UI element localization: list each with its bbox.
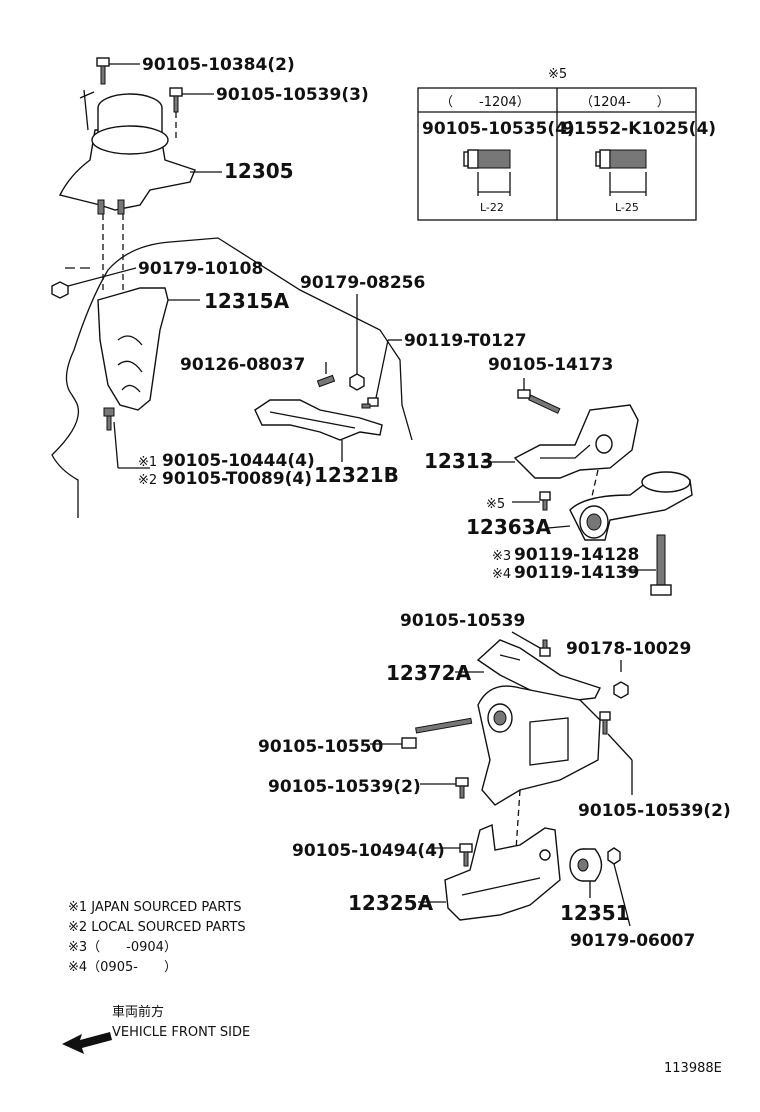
- vehicle-front-jp: 車両前方: [112, 1005, 165, 1020]
- figure-number: 113988E: [664, 1061, 722, 1076]
- vehicle-front-en: VEHICLE FRONT SIDE: [112, 1025, 251, 1040]
- label-12351: 12351: [560, 901, 630, 925]
- label-90119-14139: 90119-14139: [514, 563, 639, 583]
- bracket-12315A: [97, 287, 169, 431]
- bracket-12372A: [476, 639, 601, 806]
- legend-note-2: ※2 LOCAL SOURCED PARTS: [68, 920, 246, 935]
- legend-note-1: ※1 JAPAN SOURCED PARTS: [68, 900, 242, 915]
- label-90105-10384: 90105-10384(2): [142, 55, 295, 75]
- bolt-icon: [539, 639, 551, 657]
- mark-1: ※1: [138, 455, 157, 470]
- bolt-icon: [599, 711, 611, 735]
- label-90105-10539-2a: 90105-10539(2): [268, 777, 421, 797]
- label-90119-T0127: 90119-T0127: [404, 331, 527, 351]
- label-12372A: 12372A: [386, 661, 472, 685]
- label-90105-10539-2b: 90105-10539(2): [578, 801, 731, 821]
- label-12321B: 12321B: [314, 463, 399, 487]
- label-12313: 12313: [424, 449, 494, 473]
- label-90105-10539: 90105-10539: [400, 611, 525, 631]
- table-title: ※5: [548, 67, 567, 82]
- stud-icon: [316, 374, 336, 388]
- bracket-12321B: [254, 399, 383, 441]
- bolt-icon: [455, 777, 469, 799]
- bracket-12313: [513, 404, 639, 479]
- table-col1-part: 90105-10535(4): [422, 119, 575, 139]
- bolt-icon: [517, 389, 561, 414]
- engine-mount-12305: [58, 89, 196, 215]
- label-90179-06007: 90179-06007: [570, 931, 695, 951]
- label-90179-10108: 90179-10108: [138, 259, 263, 279]
- long-bolt-icon: [650, 534, 672, 596]
- bolt-icon: [96, 57, 110, 85]
- flange-bolt-icon: [595, 149, 647, 169]
- nut-icon: [607, 847, 621, 865]
- label-90105-14173: 90105-14173: [488, 355, 613, 375]
- table-col2-length: L-25: [615, 201, 639, 214]
- mark-5: ※5: [486, 497, 505, 512]
- label-90105-10539-3: 90105-10539(3): [216, 85, 369, 105]
- legend-note-3: ※3（ -0904）: [68, 940, 177, 955]
- nut-icon: [613, 681, 629, 699]
- legend: ※1 JAPAN SOURCED PARTS ※2 LOCAL SOURCED …: [68, 898, 246, 978]
- bolt-icon: [459, 843, 473, 867]
- table-col2-header: （1204- ）: [580, 95, 670, 110]
- mark-4: ※4: [492, 567, 511, 582]
- engine-outline: [51, 237, 413, 518]
- label-90178-10029: 90178-10029: [566, 639, 691, 659]
- label-90179-08256: 90179-08256: [300, 273, 425, 293]
- nut-icon: [349, 373, 365, 391]
- bracket-12325A: [444, 823, 561, 921]
- table-col1-header: （ -1204）: [440, 95, 530, 110]
- label-90105-10444: 90105-10444(4): [162, 451, 315, 471]
- label-12325A: 12325A: [348, 891, 434, 915]
- legend-note-4: ※4（0905- ）: [68, 960, 177, 975]
- label-12305: 12305: [224, 159, 294, 183]
- long-bolt-icon: [401, 717, 473, 749]
- label-90105-T0089: 90105-T0089(4): [162, 469, 312, 489]
- table-col2-part: 91552-K1025(4): [562, 119, 716, 139]
- label-12363A: 12363A: [466, 515, 552, 539]
- nut-icon: [51, 281, 69, 299]
- flange-bolt-icon: [463, 149, 511, 169]
- label-12315A: 12315A: [204, 289, 290, 313]
- vehicle-front-label: 車両前方 VEHICLE FRONT SIDE: [112, 1003, 250, 1043]
- rear-mount-12363A: [569, 471, 693, 541]
- spec-table: ※5 （ -1204） （1204- ） 90105-10535(4) 9155…: [417, 67, 716, 221]
- mark-3: ※3: [492, 549, 511, 564]
- table-col1-length: L-22: [480, 201, 504, 214]
- bolt-icon: [169, 87, 183, 113]
- front-arrow-icon: [62, 1032, 112, 1054]
- bushing-12351: [569, 848, 603, 882]
- mark-2: ※2: [138, 473, 157, 488]
- bolt-icon: [361, 397, 379, 409]
- label-90119-14128: 90119-14128: [514, 545, 639, 565]
- label-90126-08037: 90126-08037: [180, 355, 305, 375]
- label-90105-10550: 90105-10550: [258, 737, 384, 757]
- bolt-icon: [539, 491, 551, 511]
- label-90105-10494: 90105-10494(4): [292, 841, 445, 861]
